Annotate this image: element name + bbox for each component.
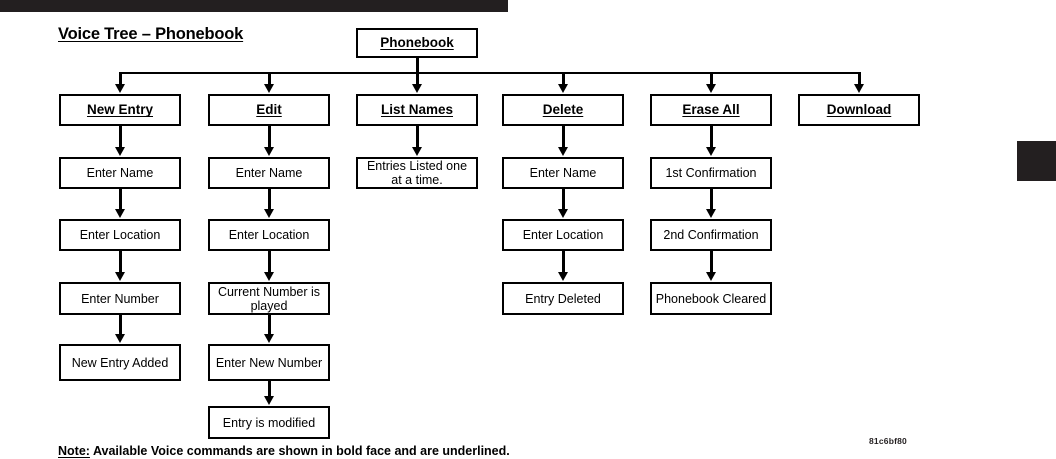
arrow-step-0-0 [115,147,125,156]
arrow-step-4-1 [706,209,716,218]
arrow-to-download [854,84,864,93]
branch-drop-1 [267,72,271,85]
top-black-bar [0,0,508,12]
arrow-step-1-1 [264,209,274,218]
node-command-list-names: List Names [356,94,478,126]
node-label: Entry is modified [222,415,316,430]
step-link-1-2 [267,251,271,273]
arrow-step-0-3 [115,334,125,343]
node-step-edit-1: Enter Name [208,157,330,189]
node-command-delete: Delete [502,94,624,126]
footnote-label: Note: [58,444,90,458]
step-link-0-2 [118,251,122,273]
node-command-download: Download [798,94,920,126]
node-label: Edit [256,102,282,118]
step-link-2-0 [415,126,419,148]
page-title: Voice Tree – Phonebook [58,25,244,43]
node-step-list-names-1: Entries Listed one at a time. [356,157,478,189]
node-label: Current Number is played [217,284,321,313]
arrow-step-3-1 [558,209,568,218]
step-link-3-2 [561,251,565,273]
arrow-step-4-0 [706,147,716,156]
step-link-0-0 [118,126,122,148]
node-label: Enter Location [79,228,161,242]
node-step-erase-all-3: Phonebook Cleared [650,282,772,315]
step-link-0-1 [118,189,122,210]
step-link-1-1 [267,189,271,210]
node-step-edit-5: Entry is modified [208,406,330,439]
arrow-step-1-3 [264,334,274,343]
step-link-4-2 [709,251,713,273]
arrow-step-1-2 [264,272,274,281]
node-step-new-entry-4: New Entry Added [59,344,181,381]
node-label: Erase All [682,102,740,118]
node-step-delete-2: Enter Location [502,219,624,251]
node-step-delete-3: Entry Deleted [502,282,624,315]
node-label: Enter Location [522,228,604,242]
right-edge-black-block [1017,141,1056,181]
node-label: 2nd Confirmation [663,228,759,242]
branch-drop-5 [857,72,861,85]
node-step-erase-all-1: 1st Confirmation [650,157,772,189]
step-link-1-0 [267,126,271,148]
branch-drop-2 [415,72,419,85]
arrow-to-edit [264,84,274,93]
node-label: New Entry Added [71,355,169,370]
footnote-text: Available Voice commands are shown in bo… [89,444,510,458]
step-link-1-3 [267,315,271,335]
step-link-1-4 [267,381,271,397]
arrow-step-3-0 [558,147,568,156]
branch-drop-4 [709,72,713,85]
node-label: Enter Name [86,166,154,180]
node-label: New Entry [86,102,154,118]
node-label: Enter Location [228,228,310,242]
branch-drop-0 [118,72,122,85]
step-link-3-0 [561,126,565,148]
arrow-step-0-2 [115,272,125,281]
root-stem [415,58,419,74]
node-label: Enter New Number [215,355,323,370]
arrow-step-0-1 [115,209,125,218]
node-step-erase-all-2: 2nd Confirmation [650,219,772,251]
node-label: Enter Name [235,166,303,180]
branch-drop-3 [561,72,565,85]
node-label: Enter Name [529,166,597,180]
arrow-to-list-names [412,84,422,93]
node-step-edit-3: Current Number is played [208,282,330,315]
arrow-step-2-0 [412,147,422,156]
node-label: List Names [380,102,454,118]
arrow-to-new-entry [115,84,125,93]
node-step-new-entry-2: Enter Location [59,219,181,251]
node-label: Delete [542,102,584,118]
arrow-step-3-2 [558,272,568,281]
footnote: Note: Available Voice commands are shown… [58,444,510,458]
node-step-edit-2: Enter Location [208,219,330,251]
node-label: Entries Listed one at a time. [366,159,468,187]
branch-bus [120,72,859,74]
step-link-4-0 [709,126,713,148]
node-label: Entry Deleted [525,291,601,306]
arrow-to-delete [558,84,568,93]
step-link-4-1 [709,189,713,210]
node-command-edit: Edit [208,94,330,126]
step-link-0-3 [118,315,122,335]
arrow-step-1-4 [264,396,274,405]
node-label: Phonebook [380,35,454,51]
node-step-new-entry-3: Enter Number [59,282,181,315]
document-code: 81c6bf80 [869,436,907,446]
arrow-to-erase-all [706,84,716,93]
node-command-new-entry: New Entry [59,94,181,126]
node-command-erase-all: Erase All [650,94,772,126]
step-link-3-1 [561,189,565,210]
node-label: Download [826,102,892,118]
node-label: 1st Confirmation [665,166,757,180]
arrow-step-1-0 [264,147,274,156]
node-label: Phonebook Cleared [655,291,767,306]
node-step-edit-4: Enter New Number [208,344,330,381]
node-step-delete-1: Enter Name [502,157,624,189]
arrow-step-4-2 [706,272,716,281]
node-step-new-entry-1: Enter Name [59,157,181,189]
node-root-phonebook: Phonebook [356,28,478,58]
node-label: Enter Number [81,291,159,306]
